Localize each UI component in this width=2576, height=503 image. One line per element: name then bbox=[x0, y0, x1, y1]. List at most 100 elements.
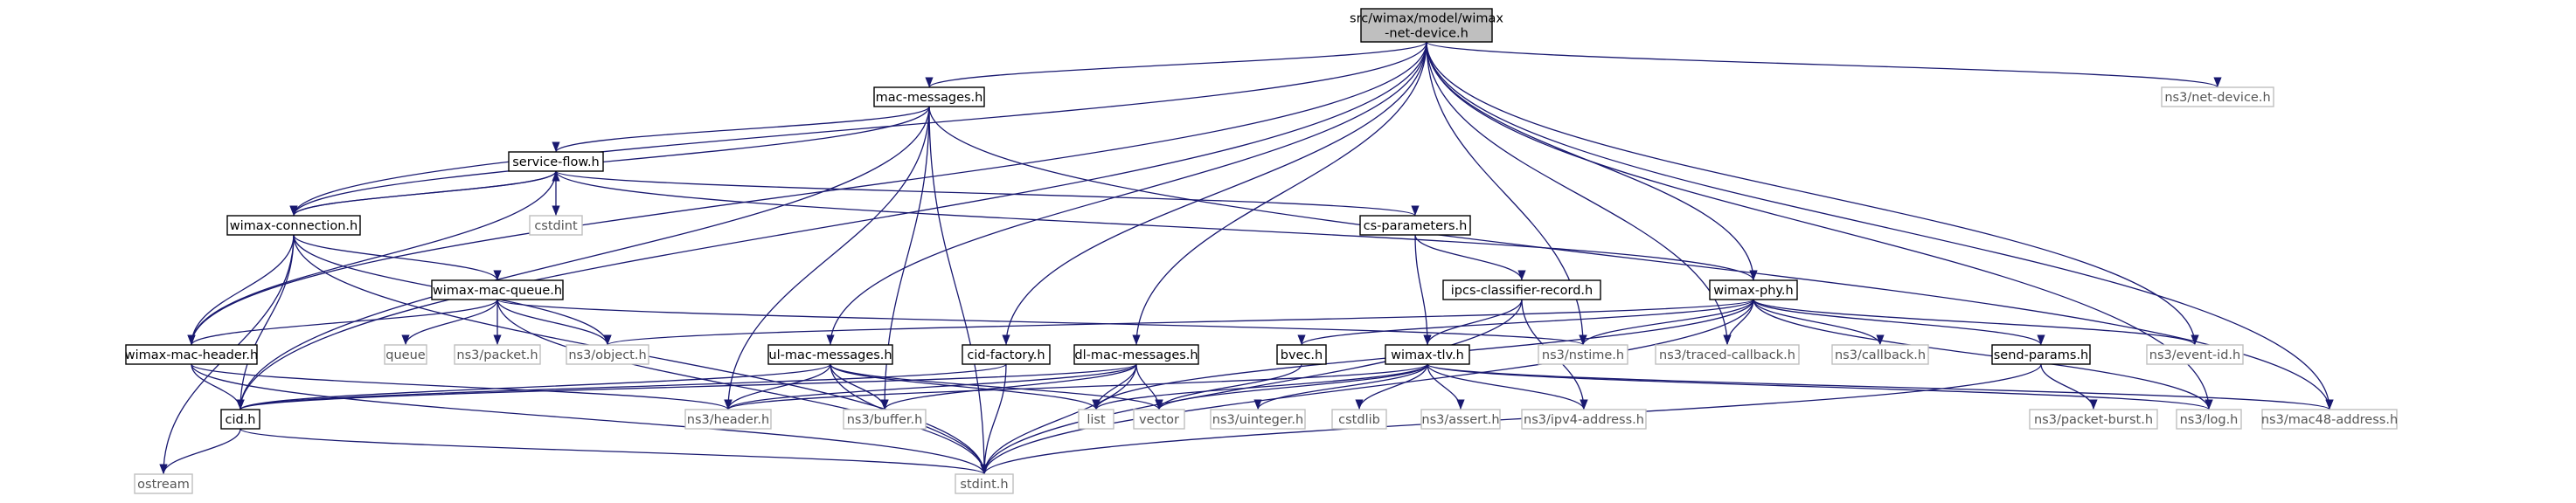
node-vector: vector bbox=[1133, 409, 1185, 430]
edge-wimax-phy-to-send-params bbox=[1753, 299, 2045, 346]
node-wimax-tlv[interactable]: wimax-tlv.h bbox=[1385, 344, 1470, 365]
node-log-label: ns3/log.h bbox=[2180, 413, 2239, 427]
node-ipcs[interactable]: ipcs-classifier-record.h bbox=[1442, 279, 1601, 300]
node-ostream-box bbox=[134, 473, 193, 494]
node-service-flow-box bbox=[508, 151, 604, 172]
edge-ipcs-to-wimax-tlv bbox=[1423, 299, 1523, 346]
node-buffer: ns3/buffer.h bbox=[843, 409, 927, 430]
edge-wimax-mac-queue-to-queue bbox=[401, 299, 498, 346]
node-dl-mac-messages-label: dl-mac-messages.h bbox=[1074, 348, 1198, 362]
edge-wimax-tlv-to-uinteger bbox=[1253, 363, 1428, 410]
edge-wimax-tlv-to-list bbox=[1092, 363, 1428, 410]
node-packet-label: ns3/packet.h bbox=[456, 348, 538, 362]
node-wimax-mac-queue-label: wimax-mac-queue.h bbox=[433, 284, 562, 298]
node-packet: ns3/packet.h bbox=[454, 344, 541, 365]
node-buffer-label: ns3/buffer.h bbox=[847, 413, 923, 427]
node-ipv4-address: ns3/ipv4-address.h bbox=[1521, 409, 1647, 430]
edge-root-to-ul-mac-messages bbox=[826, 41, 1427, 346]
edge-cid-to-stdint bbox=[240, 428, 989, 475]
node-send-params[interactable]: send-params.h bbox=[1991, 344, 2091, 365]
node-mac-messages-box bbox=[873, 86, 985, 107]
edge-service-flow-to-wimax-mac-header bbox=[187, 170, 557, 346]
node-traced-callback: ns3/traced-callback.h bbox=[1655, 344, 1800, 365]
node-cid-factory[interactable]: cid-factory.h bbox=[962, 344, 1051, 365]
node-vector-box bbox=[1133, 409, 1185, 430]
edge-wimax-mac-header-to-stdint bbox=[191, 363, 989, 475]
node-cs-parameters[interactable]: cs-parameters.h bbox=[1359, 215, 1471, 236]
node-stdint-box bbox=[955, 473, 1014, 494]
node-cs-parameters-label: cs-parameters.h bbox=[1364, 219, 1468, 233]
node-send-params-label: send-params.h bbox=[1994, 348, 2089, 362]
node-cid-label: cid.h bbox=[225, 413, 255, 427]
edge-cs-parameters-to-ipcs bbox=[1414, 234, 1526, 281]
edge-root-to-mac48-address bbox=[1426, 41, 2334, 410]
node-mac-messages[interactable]: mac-messages.h bbox=[873, 86, 985, 107]
node-packet-burst-box bbox=[2029, 409, 2158, 430]
node-cid[interactable]: cid.h bbox=[220, 409, 260, 430]
edge-root-to-dl-mac-messages bbox=[1132, 41, 1427, 346]
node-packet-box bbox=[454, 344, 541, 365]
edge-send-params-to-packet-burst bbox=[2040, 363, 2098, 410]
node-buffer-box bbox=[843, 409, 927, 430]
edge-wimax-tlv-to-header bbox=[724, 363, 1428, 410]
node-cstdint-box bbox=[529, 215, 583, 236]
edge-service-flow-to-cs-parameters bbox=[555, 170, 1420, 217]
node-mac-messages-label: mac-messages.h bbox=[876, 91, 983, 105]
edge-cid-factory-to-stdint bbox=[980, 363, 1007, 475]
edge-wimax-connection-to-wimax-mac-header bbox=[187, 234, 295, 346]
node-wimax-mac-queue-box bbox=[431, 279, 564, 300]
edge-wimax-connection-to-service-flow bbox=[293, 170, 560, 217]
edge-root-to-net-device bbox=[1426, 41, 2222, 88]
edge-bvec-to-vector bbox=[1155, 363, 1302, 410]
node-callback: ns3/callback.h bbox=[1831, 344, 1929, 365]
node-cs-parameters-box bbox=[1359, 215, 1471, 236]
node-cid-factory-label: cid-factory.h bbox=[967, 348, 1045, 362]
node-packet-burst-label: ns3/packet-burst.h bbox=[2034, 413, 2153, 427]
node-ul-mac-messages[interactable]: ul-mac-messages.h bbox=[767, 344, 893, 365]
node-net-device-label: ns3/net-device.h bbox=[2164, 91, 2270, 105]
node-cstdlib-label: cstdlib bbox=[1338, 413, 1380, 427]
node-ostream: ostream bbox=[134, 473, 193, 494]
edge-wimax-phy-to-stdint bbox=[980, 299, 1754, 475]
node-wimax-mac-header-box bbox=[125, 344, 258, 365]
node-traced-callback-label: ns3/traced-callback.h bbox=[1659, 348, 1795, 362]
edge-root-to-cid bbox=[236, 41, 1427, 410]
node-bvec[interactable]: bvec.h bbox=[1276, 344, 1327, 365]
node-wimax-mac-header[interactable]: wimax-mac-header.h bbox=[125, 344, 258, 365]
node-dl-mac-messages-box bbox=[1073, 344, 1199, 365]
edge-root-to-cid-factory bbox=[1002, 41, 1427, 346]
edge-wimax-connection-to-wimax-mac-queue bbox=[293, 234, 502, 281]
edge-wimax-tlv-to-vector bbox=[1155, 363, 1428, 410]
node-bvec-box bbox=[1276, 344, 1327, 365]
node-queue-box bbox=[384, 344, 427, 365]
node-wimax-mac-header-label: wimax-mac-header.h bbox=[125, 348, 258, 362]
node-service-flow[interactable]: service-flow.h bbox=[508, 151, 604, 172]
node-wimax-connection[interactable]: wimax-connection.h bbox=[226, 215, 361, 236]
node-header-label: ns3/header.h bbox=[687, 413, 769, 427]
node-wimax-phy-label: wimax-phy.h bbox=[1713, 284, 1793, 298]
dependency-nodes: src/wimax/model/wimax-net-device.h ns3/ne… bbox=[125, 8, 2398, 494]
edge-wimax-phy-to-object bbox=[603, 299, 1754, 346]
edge-cid-to-ostream bbox=[159, 428, 241, 475]
node-wimax-phy[interactable]: wimax-phy.h bbox=[1709, 279, 1798, 300]
edge-mac-messages-to-wimax-connection bbox=[289, 106, 930, 217]
node-object-box bbox=[566, 344, 649, 365]
node-uinteger: ns3/uinteger.h bbox=[1210, 409, 1306, 430]
node-nstime: ns3/nstime.h bbox=[1538, 344, 1628, 365]
node-dl-mac-messages[interactable]: dl-mac-messages.h bbox=[1073, 344, 1199, 365]
edge-ul-mac-messages-to-list bbox=[830, 363, 1101, 410]
edge-mac-messages-to-service-flow bbox=[552, 106, 930, 153]
node-ipv4-address-label: ns3/ipv4-address.h bbox=[1524, 413, 1644, 427]
node-mac48-address-box bbox=[2261, 409, 2398, 430]
node-send-params-box bbox=[1991, 344, 2091, 365]
node-object-label: ns3/object.h bbox=[568, 348, 646, 362]
node-stdint-label: stdint.h bbox=[960, 478, 1008, 492]
node-wimax-mac-queue[interactable]: wimax-mac-queue.h bbox=[431, 279, 564, 300]
edge-wimax-phy-to-event-id bbox=[1753, 299, 2199, 346]
node-ul-mac-messages-label: ul-mac-messages.h bbox=[768, 348, 892, 362]
node-root[interactable]: src/wimax/model/wimax-net-device.h bbox=[1350, 8, 1503, 43]
node-cstdlib: cstdlib bbox=[1331, 409, 1387, 430]
node-callback-box bbox=[1831, 344, 1929, 365]
node-event-id-label: ns3/event-id.h bbox=[2149, 348, 2240, 362]
